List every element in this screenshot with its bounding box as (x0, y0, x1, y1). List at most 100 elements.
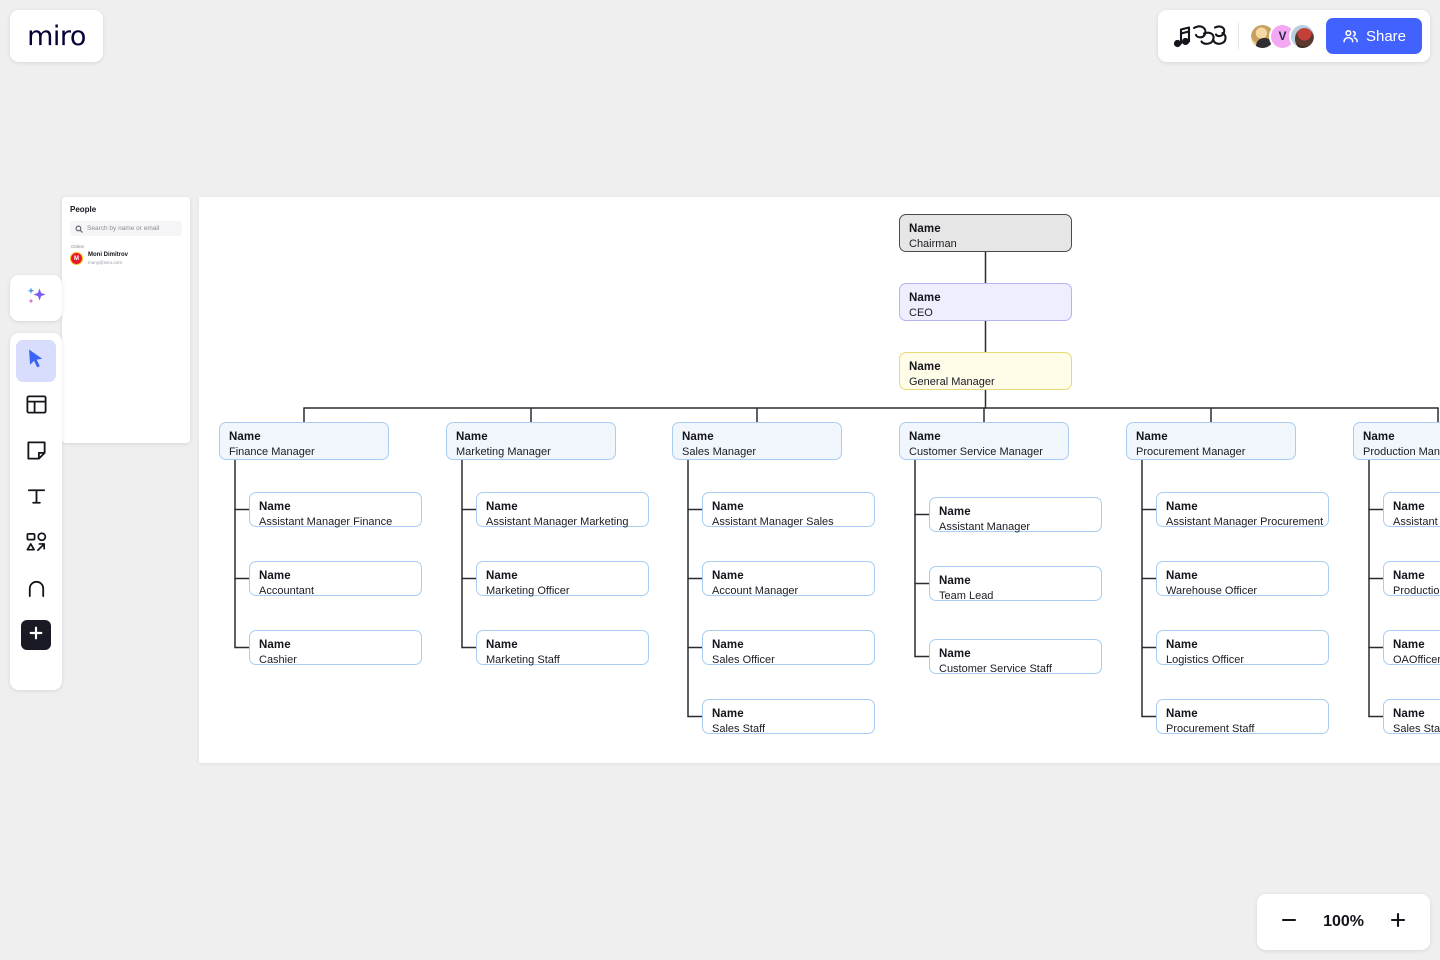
node-role: Customer Service Manager (909, 446, 1043, 459)
toolbar-divider (1237, 23, 1239, 49)
node-role: Sales Officer (712, 654, 775, 667)
people-icon (1342, 28, 1359, 45)
node-role: Assistant Manager Finance (259, 516, 393, 529)
search-icon (75, 220, 83, 238)
node-name: Name (909, 431, 941, 443)
node-role: Assistant Manager Sales (712, 516, 834, 529)
tool-pen[interactable] (16, 570, 56, 612)
node-role: Marketing Manager (456, 446, 551, 459)
zoom-out-button[interactable] (1277, 910, 1301, 934)
share-button-label: Share (1365, 27, 1406, 45)
tool-templates[interactable] (16, 386, 56, 428)
node-role: CEO (909, 307, 933, 320)
node-name: Name (1166, 501, 1198, 513)
node-name: Name (1166, 708, 1198, 720)
ai-tool-button[interactable] (10, 275, 62, 321)
cursor-icon (26, 348, 46, 375)
person-name: Moni Dimitrov (88, 252, 128, 258)
node-role: Chairman (909, 238, 957, 251)
node-name: Name (456, 431, 488, 443)
people-search-input[interactable] (87, 225, 177, 232)
node-name: Name (712, 570, 744, 582)
people-search-box[interactable] (70, 221, 182, 236)
zoom-level-value: 100% (1323, 913, 1364, 930)
node-name: Name (682, 431, 714, 443)
tool-select[interactable] (16, 340, 56, 382)
node-name: Name (1393, 570, 1425, 582)
node-name: Name (712, 501, 744, 513)
node-role: General Manager (909, 376, 995, 389)
node-role: Logistics Officer (1166, 654, 1245, 667)
node-name: Name (939, 506, 971, 518)
node-role: Marketing Staff (486, 654, 560, 667)
tool-more-plus[interactable] (21, 620, 51, 650)
node-name: Name (1393, 639, 1425, 651)
node-role: Sales Staff (712, 723, 765, 736)
node-name: Name (1363, 431, 1395, 443)
tool-sticky-note[interactable] (16, 432, 56, 474)
node-role: Production Manager (1363, 446, 1440, 459)
node-role: Production Officer (1393, 585, 1440, 598)
node-role: Sales Staff (1393, 723, 1440, 736)
node-role: Assistant Manager Procurement (1166, 516, 1324, 529)
node-name: Name (1393, 501, 1425, 513)
node-name: Name (259, 501, 291, 513)
sparkle-icon (22, 282, 50, 315)
node-role: Procurement Staff (1166, 723, 1255, 736)
org-chart-connectors (234, 251, 1439, 718)
miro-logo[interactable]: miro (10, 10, 103, 62)
tool-shapes[interactable] (16, 524, 56, 566)
node-name: Name (486, 639, 518, 651)
people-panel: People Online M Moni Dimitrov mony@miro.… (62, 197, 190, 443)
zoom-control: 100% (1257, 894, 1430, 950)
music-doodle-icon[interactable] (1172, 21, 1228, 51)
node-role: Warehouse Officer (1166, 585, 1258, 598)
avatar[interactable] (1288, 22, 1316, 50)
node-role: Assistant Manager Production (1393, 516, 1440, 529)
node-name: Name (1136, 431, 1168, 443)
tool-text[interactable] (16, 478, 56, 520)
zoom-in-button[interactable] (1386, 910, 1410, 934)
collaborator-avatars: V (1248, 22, 1316, 50)
share-button[interactable]: Share (1325, 18, 1422, 54)
people-list-item[interactable]: M Moni Dimitrov mony@miro.com (70, 252, 182, 266)
node-name: Name (259, 639, 291, 651)
online-section-label: Online (71, 244, 85, 249)
node-name: Name (909, 292, 941, 304)
node-role: Assistant Manager (939, 521, 1031, 534)
node-name: Name (939, 575, 971, 587)
